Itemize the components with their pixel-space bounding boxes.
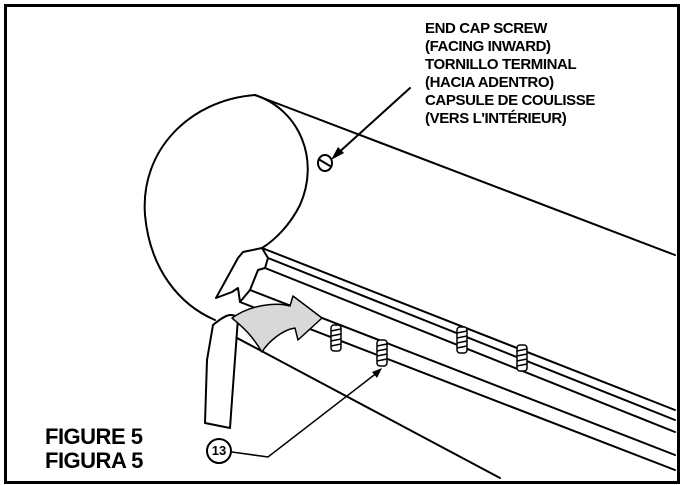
stud-3 — [456, 326, 468, 354]
stud-4 — [516, 344, 528, 372]
callout-line-6: (VERS L'INTÉRIEUR) — [425, 110, 567, 127]
stud-2 — [376, 339, 388, 367]
threaded-studs — [330, 324, 528, 372]
part-leader-line — [231, 371, 379, 458]
track-ledge-2 — [239, 301, 676, 471]
part-leader-arrowhead — [372, 368, 382, 378]
screw-leader-arrowhead — [331, 147, 344, 160]
rail-lower-edge — [261, 247, 676, 411]
curtain-strip — [204, 313, 239, 429]
direction-arrow — [231, 295, 323, 353]
track-upper-line-2 — [264, 267, 676, 433]
track-upper-line — [267, 257, 676, 421]
screw-leader-line — [335, 87, 411, 156]
callout-line-1: END CAP SCREW — [425, 20, 548, 37]
figure-border — [4, 4, 680, 484]
callout-line-4: (HACIA ADENTRO) — [425, 74, 554, 91]
callout-line-2: (FACING INWARD) — [425, 38, 551, 55]
figure-label-en: FIGURE 5 — [45, 424, 143, 449]
figure-label-es: FIGURA 5 — [45, 448, 143, 473]
end-cap-screw-callout: END CAP SCREW (FACING INWARD) TORNILLO T… — [425, 20, 675, 128]
callout-line-5: CAPSULE DE COULISSE — [425, 92, 595, 109]
part-number-badge: 13 — [206, 438, 232, 464]
end-cap-dome — [143, 94, 256, 321]
rail-bottom-edge — [221, 329, 501, 479]
stud-1 — [330, 324, 342, 352]
end-cap-rim — [254, 94, 309, 249]
slot-profile — [215, 247, 269, 303]
rail-top-edge — [254, 94, 676, 256]
callout-line-3: TORNILLO TERMINAL — [425, 56, 577, 73]
figure-label: FIGURE 5 FIGURA 5 — [45, 425, 143, 473]
